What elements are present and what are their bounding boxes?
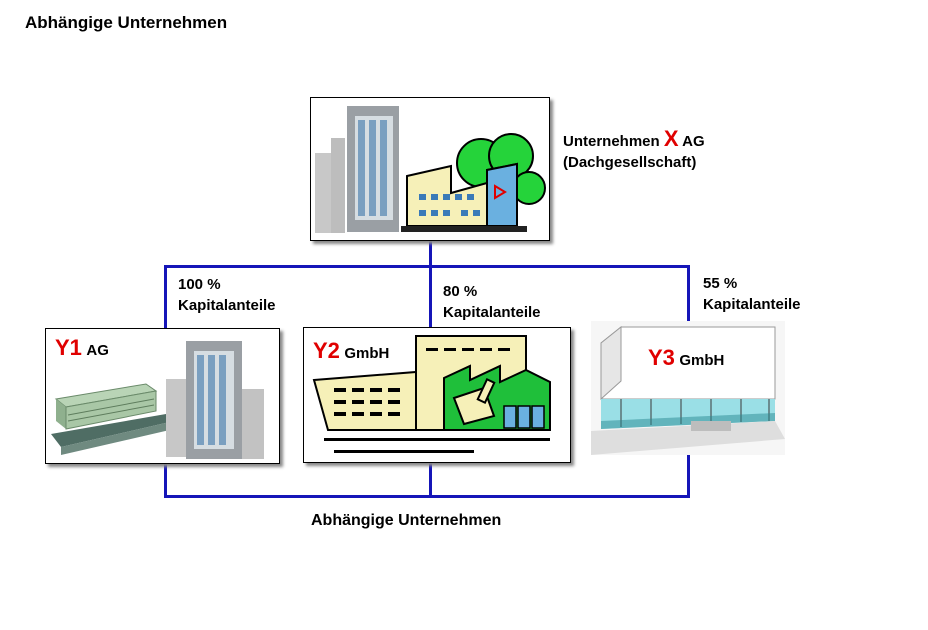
share-label-y2: 80 %Kapitalanteile bbox=[443, 283, 541, 321]
subsidiary-y1-box: Y1 AG bbox=[45, 328, 280, 464]
share-label-y3: 55 %Kapitalanteile bbox=[703, 275, 801, 313]
subsidiary-y3-image: Y3 GmbH bbox=[591, 321, 785, 455]
subsidiary-y3-label: Y3 GmbH bbox=[648, 345, 725, 370]
subsidiary-y1-label: Y1 AG bbox=[55, 335, 109, 360]
page-title: Abhängige Unternehmen bbox=[25, 13, 228, 32]
bottom-caption: Abhängige Unternehmen bbox=[311, 512, 502, 529]
parent-company-label: Unternehmen X AG (Dachgesellschaft) bbox=[563, 126, 705, 172]
share-label-y1: 100 %Kapitalanteile bbox=[178, 276, 276, 314]
parent-company-image bbox=[310, 97, 550, 241]
subsidiary-y2-label: Y2 GmbH bbox=[313, 338, 390, 363]
subsidiary-y2-box: Y2 GmbH bbox=[303, 327, 571, 463]
